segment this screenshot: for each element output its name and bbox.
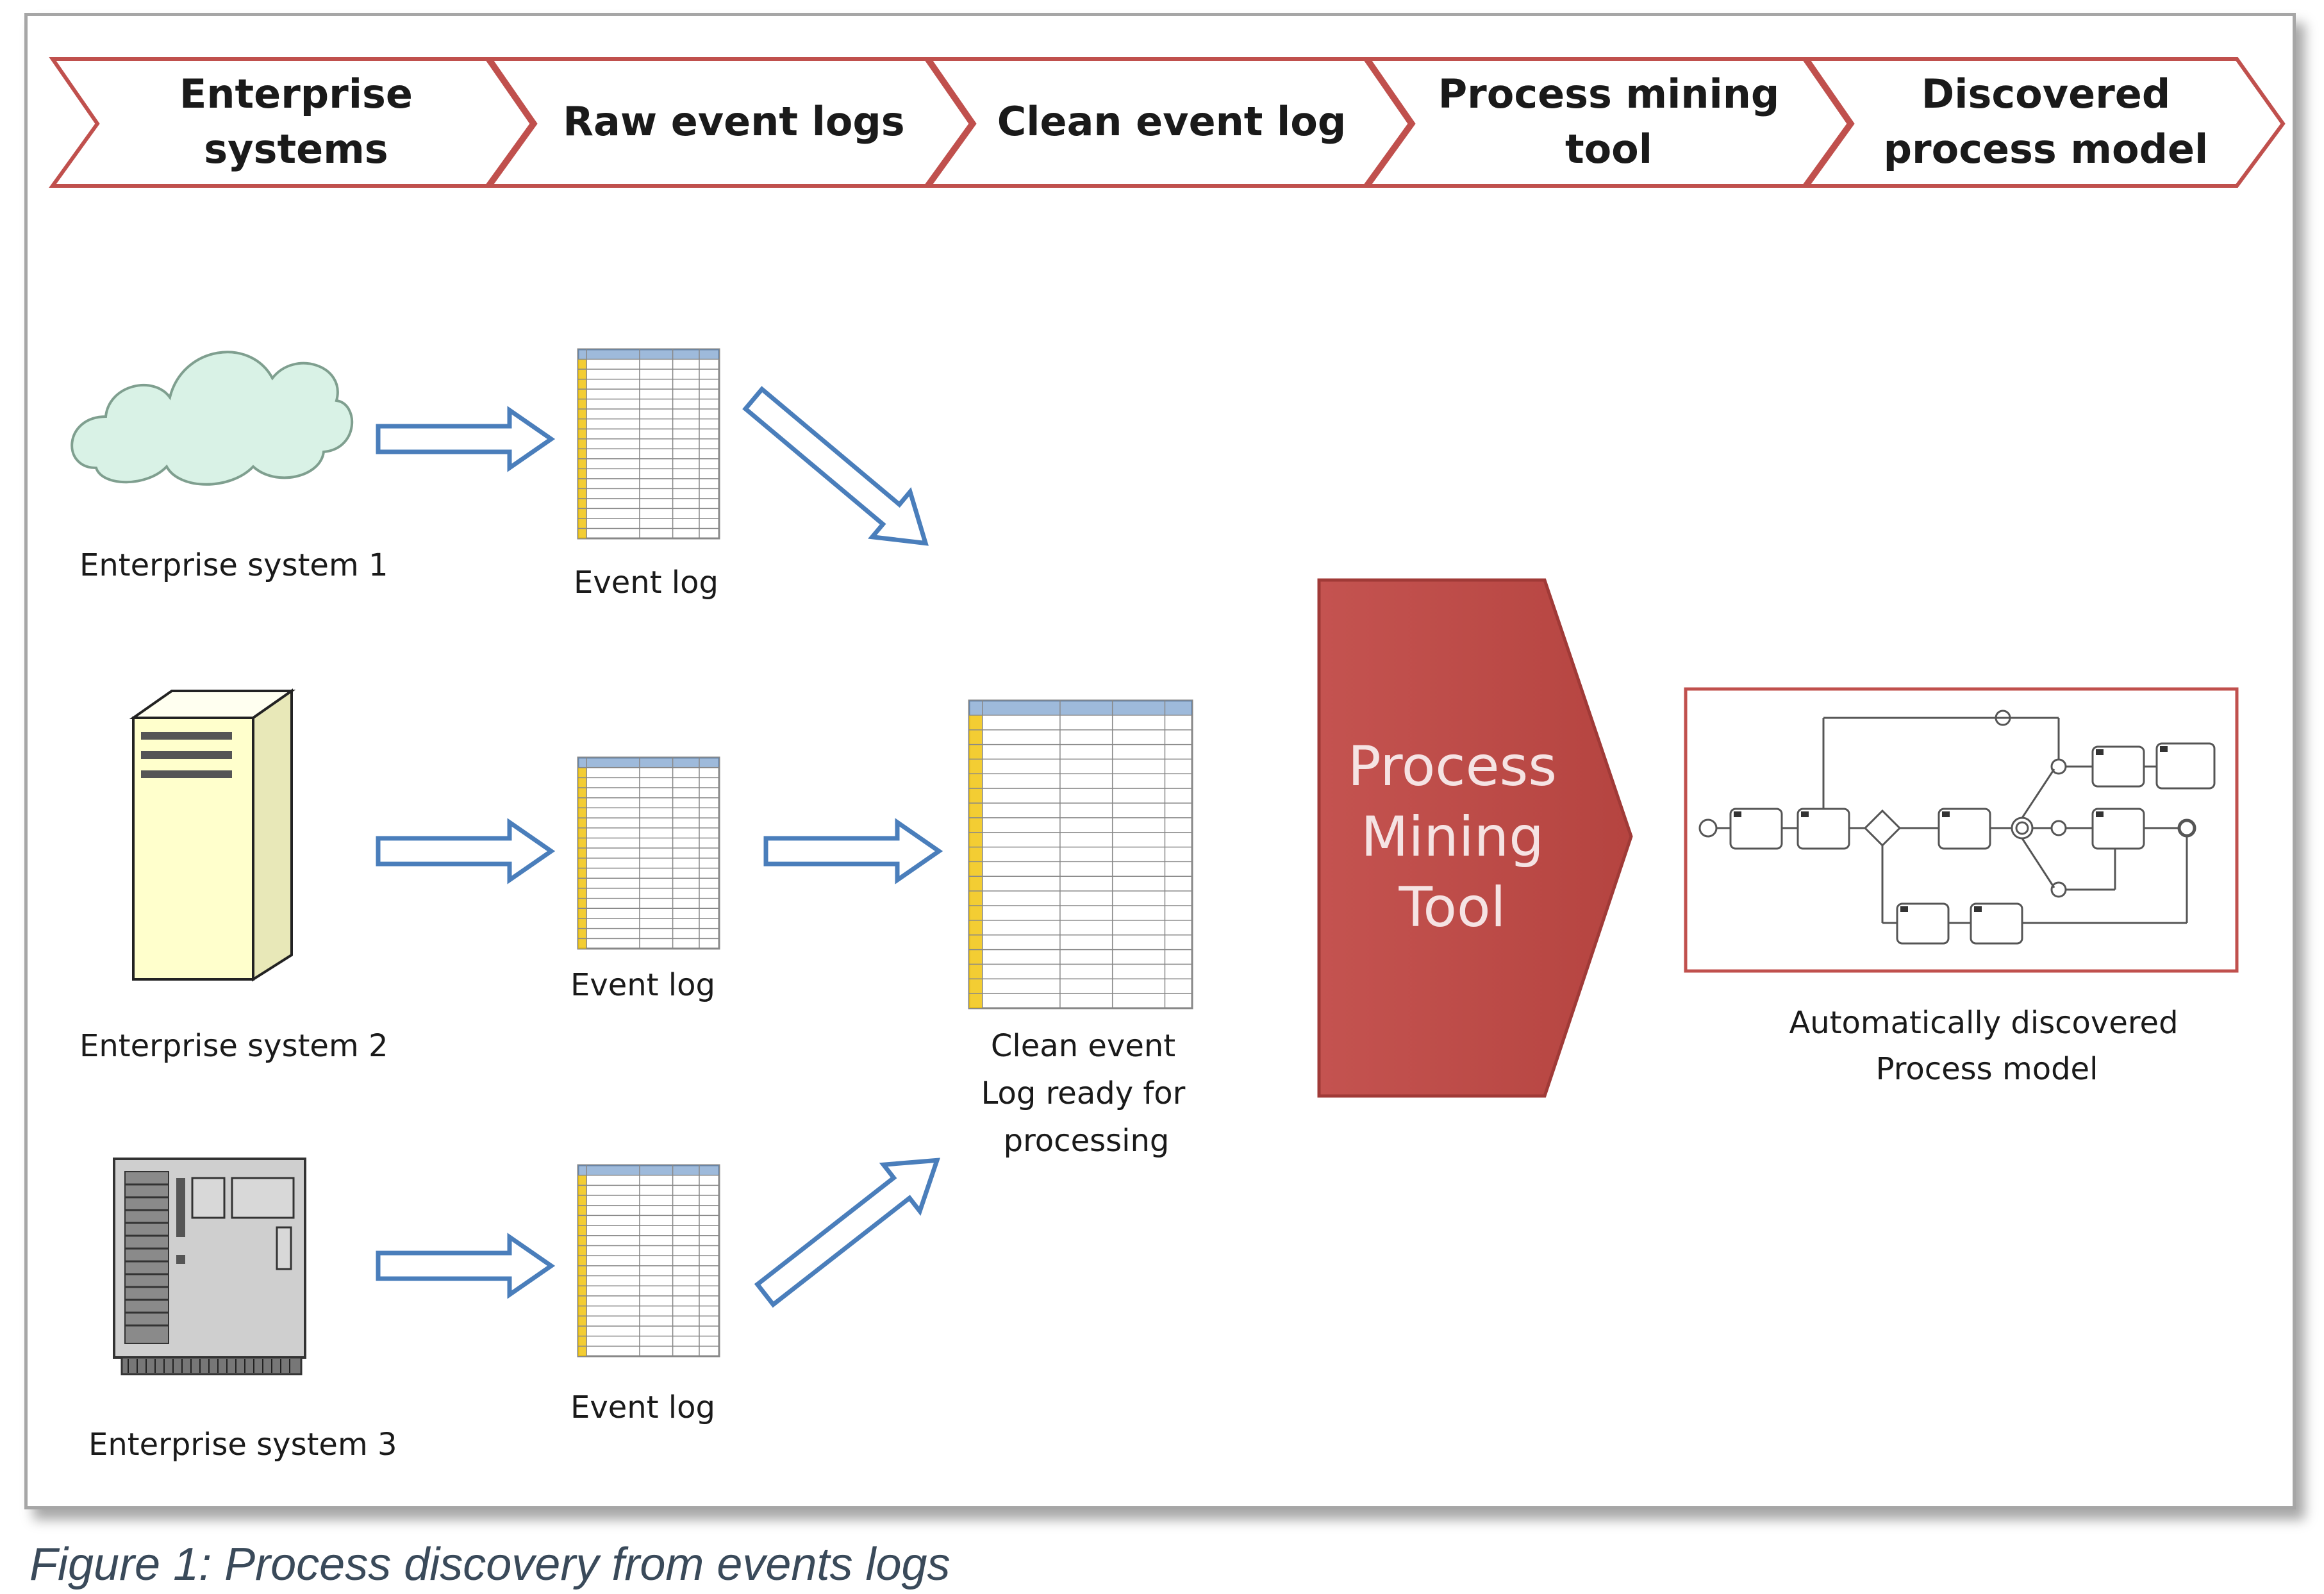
stage-4-line-2: tool <box>1565 126 1652 172</box>
stage-5-line-2: process model <box>1884 126 2209 172</box>
stage-chevron-5: Discovered process model <box>1804 57 2286 188</box>
server-icon <box>129 688 296 982</box>
stage-4-line-1: Process mining <box>1438 71 1780 117</box>
arrow-system3-to-log <box>376 1233 556 1299</box>
clean-log-line-2: Log ready for <box>981 1075 1186 1111</box>
model-line-2: Process model <box>1876 1051 2098 1087</box>
clean-log-line-3: processing <box>1004 1123 1170 1159</box>
tool-line-1: Process <box>1348 735 1557 799</box>
arrow-system1-to-log <box>376 406 556 472</box>
stage-chevron-2: Raw event logs <box>486 57 974 188</box>
tool-line-3: Tool <box>1398 876 1506 940</box>
system-1-label: Enterprise system 1 <box>79 547 388 583</box>
event-log-2-sheet <box>577 756 720 950</box>
event-log-1-sheet <box>577 348 720 540</box>
event-log-2-label: Event log <box>570 967 715 1003</box>
stage-chevron-1: Enterprise systems <box>49 57 535 188</box>
stage-chevron-4: Process mining tool <box>1365 57 1852 188</box>
tool-line-2: Mining <box>1361 805 1544 869</box>
event-log-3-sheet <box>577 1164 720 1357</box>
process-mining-tool-block: Process Mining Tool <box>1317 578 1633 1098</box>
stage-2-line-1: Raw event logs <box>563 98 904 145</box>
stage-3-line-1: Clean event log <box>997 98 1346 145</box>
arrow-log2-to-clean <box>763 818 943 884</box>
stage-banner: Enterprise systems Raw event logs Clean … <box>49 57 2286 188</box>
system-3-label: Enterprise system 3 <box>88 1427 397 1463</box>
arrow-system2-to-log <box>376 818 556 884</box>
event-log-3-label: Event log <box>570 1390 715 1425</box>
process-model-thumbnail <box>1684 687 2239 973</box>
stage-1-line-1: Enterprise <box>179 71 413 117</box>
arrow-log1-to-clean <box>742 386 929 546</box>
stage-1-line-2: systems <box>204 126 388 172</box>
cloud-icon <box>71 351 354 486</box>
arrow-log3-to-clean <box>754 1158 940 1308</box>
system-2-label: Enterprise system 2 <box>79 1028 388 1064</box>
event-log-1-label: Event log <box>574 565 718 601</box>
figure-caption: Figure 1: Process discovery from events … <box>29 1539 950 1590</box>
clean-log-line-1: Clean event <box>991 1028 1175 1064</box>
mainframe-icon <box>113 1158 306 1375</box>
stage-5-line-1: Discovered <box>1921 71 2170 117</box>
stage-chevron-3: Clean event log <box>925 57 1413 188</box>
clean-event-log-sheet <box>968 699 1193 1009</box>
model-line-1: Automatically discovered <box>1789 1005 2178 1041</box>
